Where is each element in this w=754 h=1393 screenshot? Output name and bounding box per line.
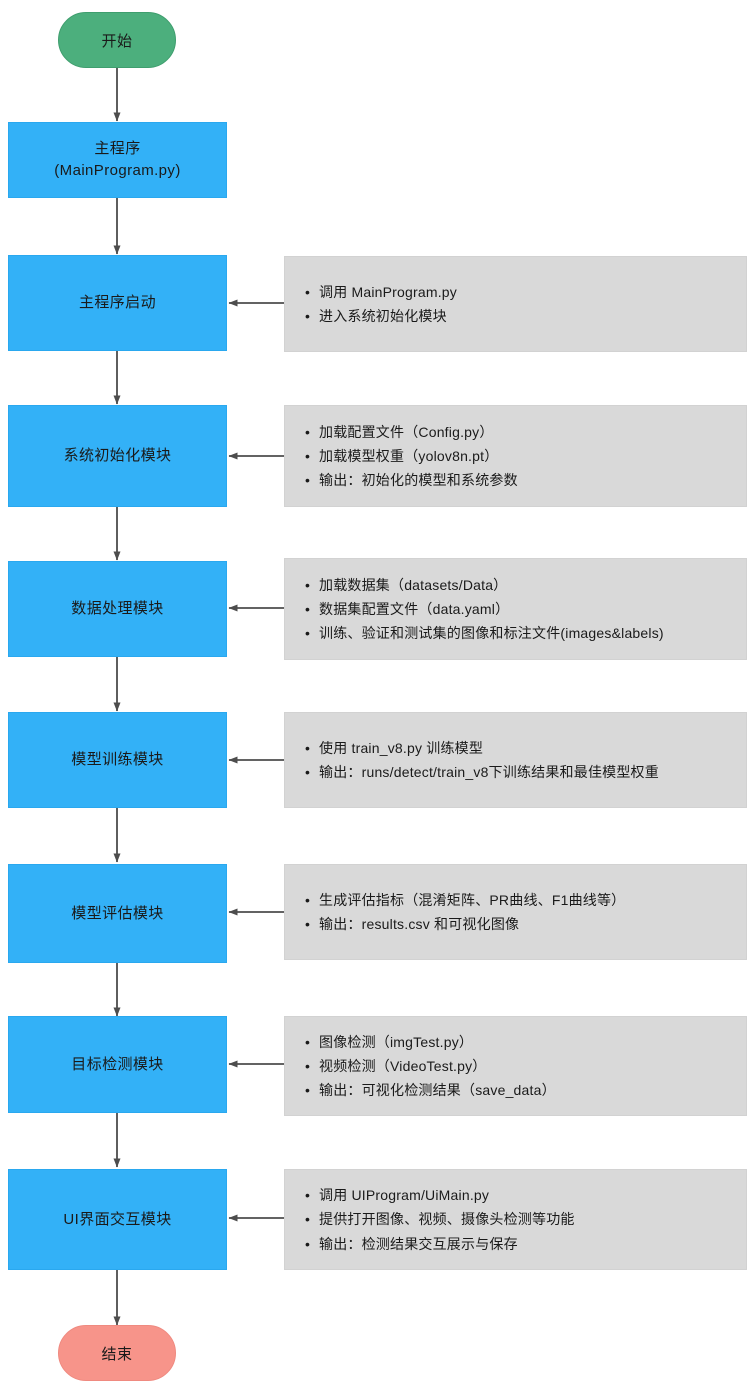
- note-line: 训练、验证和测试集的图像和标注文件(images&labels): [305, 621, 746, 645]
- note-line: 加载数据集（datasets/Data）: [305, 573, 746, 597]
- note-box-object-detection: 图像检测（imgTest.py） 视频检测（VideoTest.py） 输出：可…: [284, 1016, 747, 1116]
- note-line: 加载配置文件（Config.py）: [305, 420, 746, 444]
- note-line: 调用 UIProgram/UiMain.py: [305, 1183, 746, 1207]
- note-line: 输出：可视化检测结果（save_data）: [305, 1078, 746, 1102]
- process-label-model-training: 模型训练模块: [71, 751, 164, 769]
- process-label-model-evaluation: 模型评估模块: [71, 904, 164, 922]
- note-line: 生成评估指标（混淆矩阵、PR曲线、F1曲线等）: [305, 888, 746, 912]
- note-line: 输出：检测结果交互展示与保存: [305, 1232, 746, 1256]
- process-node-system-init[interactable]: 系统初始化模块: [8, 405, 227, 507]
- note-box-model-evaluation: 生成评估指标（混淆矩阵、PR曲线、F1曲线等） 输出：results.csv 和…: [284, 864, 747, 960]
- note-box-system-init: 加载配置文件（Config.py） 加载模型权重（yolov8n.pt） 输出：…: [284, 405, 747, 507]
- process-node-object-detection[interactable]: 目标检测模块: [8, 1016, 227, 1113]
- process-node-model-training[interactable]: 模型训练模块: [8, 712, 227, 808]
- end-node[interactable]: 结束: [58, 1325, 176, 1381]
- note-box-main-program-start: 调用 MainProgram.py 进入系统初始化模块: [284, 256, 747, 352]
- note-line: 提供打开图像、视频、摄像头检测等功能: [305, 1207, 746, 1231]
- process-label-line2: (MainProgram.py): [54, 162, 181, 179]
- note-line: 图像检测（imgTest.py）: [305, 1030, 746, 1054]
- process-node-main-program-start[interactable]: 主程序启动: [8, 255, 227, 351]
- note-line: 输出：results.csv 和可视化图像: [305, 912, 746, 936]
- note-line: 输出：初始化的模型和系统参数: [305, 468, 746, 492]
- note-line: 输出：runs/detect/train_v8下训练结果和最佳模型权重: [305, 760, 746, 784]
- process-label-data-processing: 数据处理模块: [71, 600, 164, 618]
- process-node-model-evaluation[interactable]: 模型评估模块: [8, 864, 227, 963]
- note-line: 数据集配置文件（data.yaml）: [305, 597, 746, 621]
- start-node-label: 开始: [101, 32, 133, 50]
- process-node-main-program[interactable]: 主程序 (MainProgram.py): [8, 122, 227, 198]
- process-label-object-detection: 目标检测模块: [71, 1055, 164, 1073]
- note-line: 调用 MainProgram.py: [305, 280, 746, 304]
- note-box-ui-interaction: 调用 UIProgram/UiMain.py 提供打开图像、视频、摄像头检测等功…: [284, 1169, 747, 1270]
- process-node-ui-interaction[interactable]: UI界面交互模块: [8, 1169, 227, 1270]
- note-box-data-processing: 加载数据集（datasets/Data） 数据集配置文件（data.yaml） …: [284, 558, 747, 660]
- note-box-model-training: 使用 train_v8.py 训练模型 输出：runs/detect/train…: [284, 712, 747, 808]
- note-line: 进入系统初始化模块: [305, 304, 746, 328]
- process-label-system-init: 系统初始化模块: [63, 447, 172, 465]
- note-line: 视频检测（VideoTest.py）: [305, 1054, 746, 1078]
- process-label-ui-interaction: UI界面交互模块: [63, 1210, 172, 1228]
- process-label-line1: 主程序: [94, 140, 141, 158]
- note-line: 加载模型权重（yolov8n.pt）: [305, 444, 746, 468]
- process-label-main-program-start: 主程序启动: [78, 294, 156, 312]
- note-line: 使用 train_v8.py 训练模型: [305, 736, 746, 760]
- start-node[interactable]: 开始: [58, 12, 176, 68]
- process-node-data-processing[interactable]: 数据处理模块: [8, 561, 227, 657]
- end-node-label: 结束: [101, 1345, 133, 1363]
- process-node-main-program-text: 主程序 (MainProgram.py): [54, 138, 180, 182]
